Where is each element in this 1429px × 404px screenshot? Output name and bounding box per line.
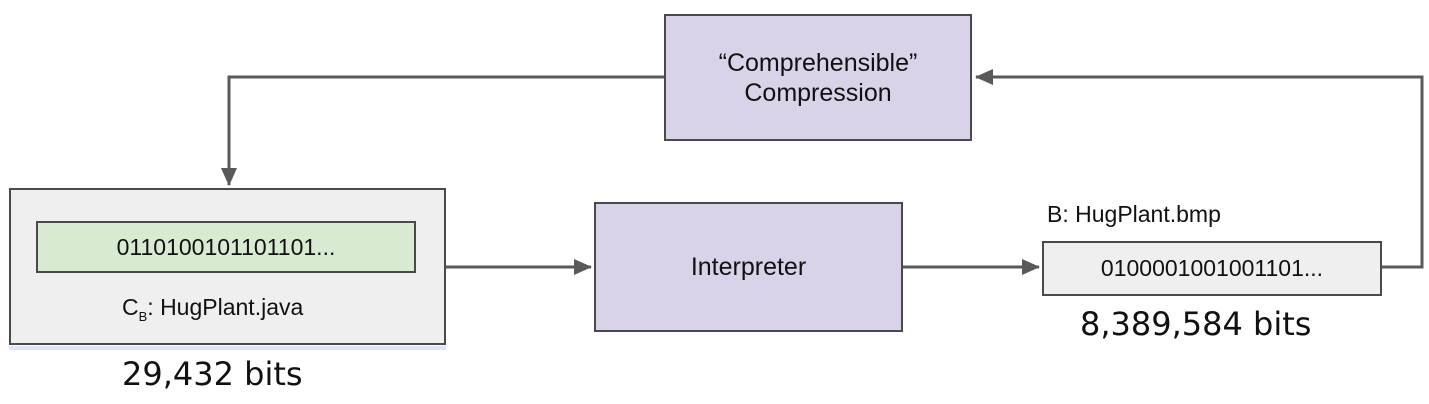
source-label-subscript: B (138, 309, 148, 324)
output-bits-text: 0100001001001101... (1100, 255, 1324, 281)
source-label-suffix: : HugPlant.java (147, 294, 304, 320)
source-label-prefix: C (122, 294, 139, 320)
output-size-label: 8,389,584 bits (1080, 305, 1312, 343)
compression-title-line2: Compression (744, 78, 892, 107)
source-panel-shadow (9, 346, 446, 350)
output-file-label: B: HugPlant.bmp (1047, 201, 1221, 227)
compression-title-line1: “Comprehensible” (718, 48, 918, 77)
source-size-label: 29,432 bits (122, 355, 303, 393)
interpreter-box: Interpreter (594, 202, 903, 332)
compression-box: “Comprehensible” Compression (664, 14, 972, 141)
arrow-compression-to-source (221, 75, 664, 186)
interpreter-label: Interpreter (690, 253, 807, 281)
arrow-output-to-compression (975, 69, 1424, 269)
output-bits-box: 0100001001001101... (1042, 241, 1382, 296)
source-bits-box: 0110100101101101... (36, 221, 416, 273)
source-file-label: CB: HugPlant.java (122, 294, 303, 324)
source-bits-text: 0110100101101101... (116, 233, 336, 260)
